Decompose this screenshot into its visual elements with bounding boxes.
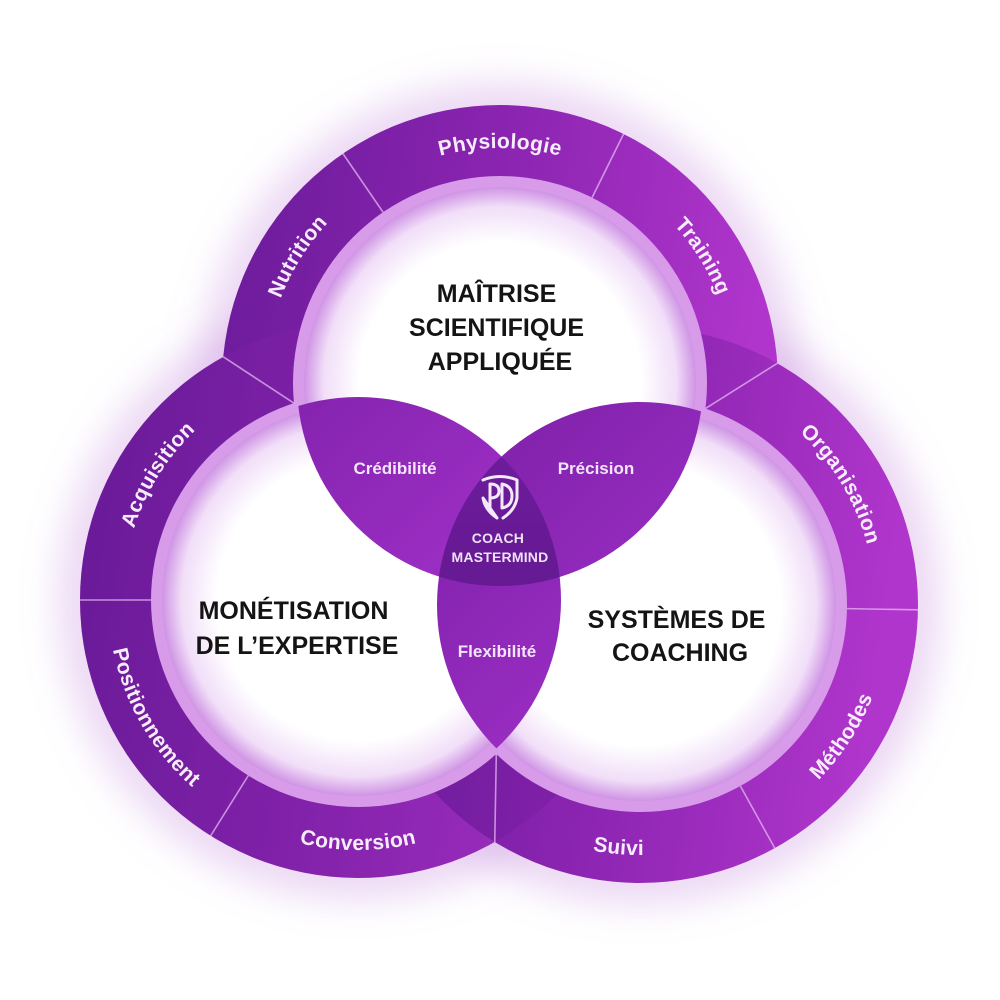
pillar-title-scientific-mastery: MAÎTRISE SCIENTIFIQUE APPLIQUÉE	[409, 278, 591, 376]
segment-dividers	[80, 133, 918, 849]
pillar-title-line: MONÉTISATION	[199, 596, 389, 625]
divider-positionnement-conversion	[210, 775, 249, 837]
intersection-label-precision: Précision	[558, 459, 635, 478]
lens-precision	[437, 402, 703, 586]
intersection-label-flexibility: Flexibilité	[458, 642, 536, 661]
pillar-title-line: DE L’EXPERTISE	[196, 632, 399, 660]
seam-top-left	[222, 356, 295, 404]
pillar-title-line: COACHING	[612, 639, 748, 667]
pillar-title-line: SCIENTIFIQUE	[409, 314, 584, 342]
core-label-line-2: MASTERMIND	[452, 549, 549, 565]
divider-organisation-methodes	[846, 607, 918, 611]
shield-pd-logo-icon	[481, 475, 519, 520]
lens-precision-group	[437, 402, 703, 586]
ring-label-suivi: Suivi	[592, 833, 644, 860]
lens-credibility-group	[297, 397, 561, 586]
seam-top-right	[704, 362, 778, 410]
core-label-line-1: COACH	[472, 530, 524, 546]
divider-physiologie-training	[591, 133, 625, 198]
pillar-disks	[151, 176, 847, 812]
pillar-title-line: SYSTÈMES DE	[588, 605, 766, 634]
pillar-title-coaching-systems: SYSTÈMES DE COACHING	[588, 605, 773, 667]
divider-nutrition-physiologie	[342, 153, 384, 213]
pillar-title-line: MAÎTRISE	[437, 278, 556, 308]
lens-credibility	[297, 397, 561, 586]
seam-left-right	[493, 753, 498, 843]
pillar-title-expertise-monetization: MONÉTISATION DE L’EXPERTISE	[196, 596, 399, 660]
divider-methodes-suivi	[739, 785, 776, 849]
core-label: COACH MASTERMIND	[452, 530, 549, 565]
intersection-label-credibility: Crédibilité	[353, 459, 436, 478]
shield-outline	[481, 475, 519, 520]
pillar-title-line: APPLIQUÉE	[428, 347, 572, 376]
logo-letter-d	[500, 482, 514, 510]
logo-letter-p	[488, 482, 501, 510]
